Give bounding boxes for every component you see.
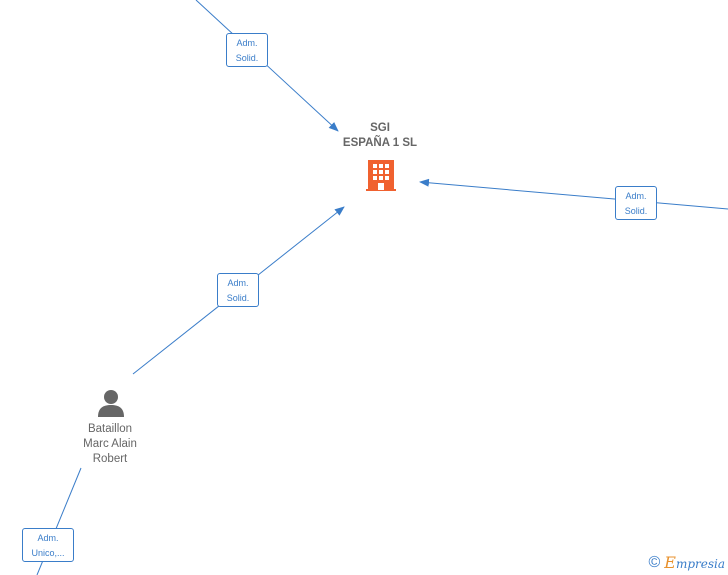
copyright-icon: © (648, 553, 661, 571)
edge-line-right (419, 178, 728, 210)
edge-label-top: Adm. Solid. (226, 33, 268, 67)
edge-label-right: Adm. Solid. (615, 186, 657, 220)
edge-label-top-line2: Solid. (235, 53, 259, 63)
company-name-line1: SGI (370, 122, 390, 134)
footer-brand: © Empresia (648, 553, 725, 572)
person-name-line3: Robert (92, 453, 128, 465)
edge-label-person-line1: Adm. (227, 278, 249, 288)
person-name-line1: Bataillon (87, 423, 133, 435)
brand-logo[interactable]: Empresia (664, 553, 725, 572)
edge-label-right-line2: Solid. (624, 206, 648, 216)
company-name-line2: ESPAÑA 1 SL (342, 137, 418, 149)
edge-label-right-line1: Adm. (625, 191, 647, 201)
edge-label-top-line1: Adm. (236, 38, 258, 48)
edge-label-bottom-line2: Unico,... (31, 548, 65, 558)
brand-rest: mpresia (675, 557, 725, 571)
edge-label-bottom: Adm. Unico,... (22, 528, 74, 562)
company-name[interactable]: SGI ESPAÑA 1 SL (320, 121, 440, 151)
edge-label-bottom-line1: Adm. (37, 533, 59, 543)
person-icon[interactable] (98, 390, 124, 417)
edge-label-person: Adm. Solid. (217, 273, 259, 307)
person-name[interactable]: Bataillon Marc Alain Robert (60, 422, 160, 467)
building-icon[interactable] (366, 160, 396, 191)
person-name-line2: Marc Alain (83, 438, 137, 450)
edge-label-person-line2: Solid. (226, 293, 250, 303)
brand-initial: E (664, 553, 676, 572)
